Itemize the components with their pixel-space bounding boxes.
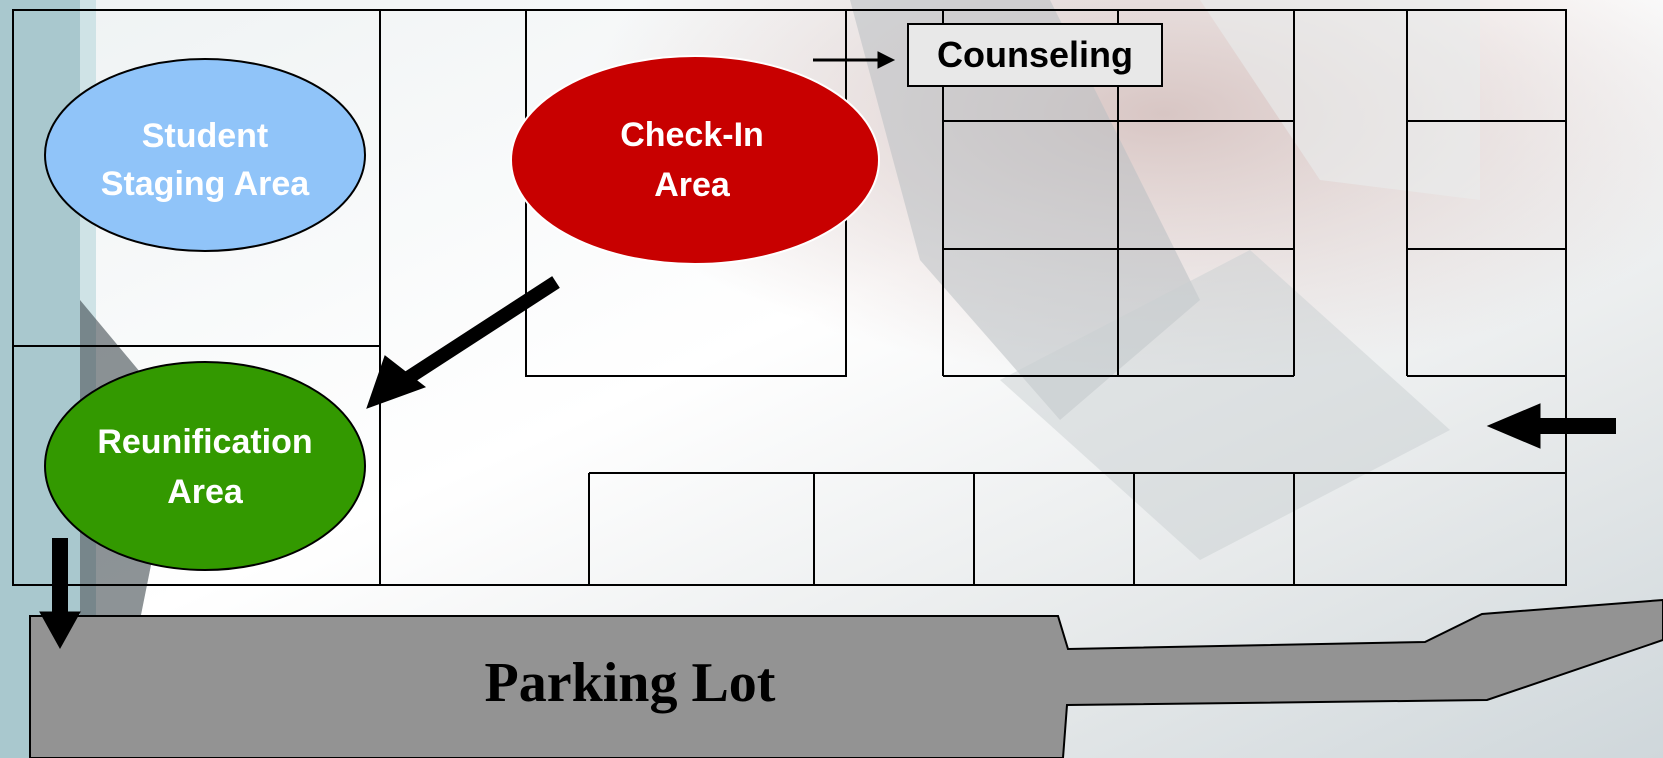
counseling-box	[907, 23, 1163, 87]
student-staging-label: Student Staging Area	[100, 117, 310, 203]
student-staging-area	[44, 58, 366, 252]
arrow-checkin-to-reunification	[404, 276, 560, 384]
check-in-area	[510, 55, 880, 265]
arrows	[39, 51, 1616, 650]
check-in-label: Check-In Area	[620, 116, 764, 204]
counseling-label: Counseling	[937, 34, 1133, 75]
parking-lot-label: Parking Lot	[484, 652, 776, 714]
reunification-area	[44, 361, 366, 571]
reunification-label: Reunification Area	[97, 423, 313, 511]
parking-lot	[29, 598, 1663, 758]
